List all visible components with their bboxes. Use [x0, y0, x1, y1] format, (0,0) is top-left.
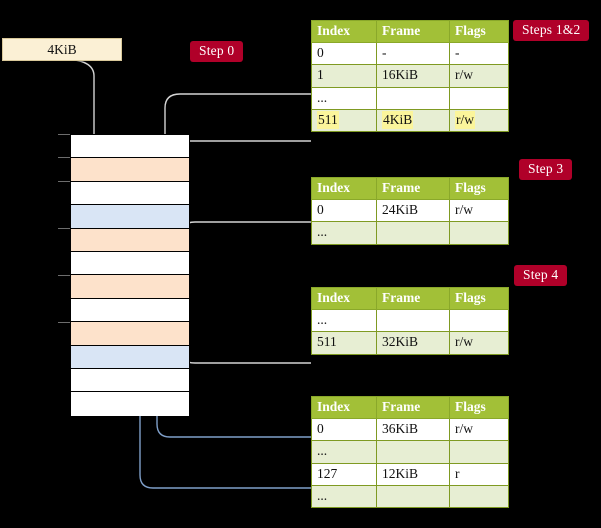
memory-frame-row: [71, 181, 189, 206]
column-header-frame: Frame: [376, 176, 450, 201]
column-header-flags: Flags: [449, 286, 509, 311]
cell-index: 0: [311, 199, 377, 223]
cell-flags: r/w: [449, 108, 509, 133]
cell-index: ...: [311, 221, 377, 245]
column-header-frame: Frame: [376, 395, 450, 420]
memory-frame-row: [71, 205, 189, 229]
column-header-index: Index: [311, 286, 377, 311]
memory-tick: [58, 275, 70, 276]
step-badge-step4: Step 4: [514, 265, 568, 286]
cell-frame: 36KiB: [376, 418, 450, 442]
wire-step3: [179, 221, 311, 273]
memory-frame-row: [71, 345, 189, 369]
highlight-mark: 4KiB: [382, 110, 414, 130]
cell-flags: r/w: [449, 331, 509, 355]
cell-frame: 4KiB: [376, 108, 450, 133]
cell-flags: r/w: [449, 199, 509, 223]
memory-tick: [58, 134, 70, 135]
cell-index: 0: [311, 42, 377, 66]
column-header-flags: Flags: [449, 176, 509, 201]
step-badge-step3: Step 3: [519, 159, 573, 180]
cell-index: 0: [311, 418, 377, 442]
cell-flags: r: [449, 462, 509, 486]
cell-flags: [449, 484, 509, 509]
cell-flags: [449, 221, 509, 245]
column-header-index: Index: [311, 176, 377, 201]
cell-index: ...: [311, 440, 377, 464]
column-header-frame: Frame: [376, 286, 450, 311]
memory-tick: [58, 181, 70, 182]
cell-index: 1: [311, 64, 377, 88]
memory-frame-row: [71, 252, 189, 276]
cell-index: 511: [311, 331, 377, 355]
table-row: ...: [311, 484, 509, 509]
table-row: 0--: [311, 42, 509, 66]
cell-flags: [449, 309, 509, 333]
highlight-mark: r/w: [455, 110, 475, 130]
source-frame-box: 4KiB: [2, 38, 122, 61]
cell-frame: [376, 440, 450, 464]
table-row: ...: [311, 440, 509, 464]
step-badge-steps12: Steps 1&2: [513, 20, 590, 41]
cell-index: 511: [311, 108, 377, 133]
physical-memory-column: [70, 134, 190, 416]
cell-index: ...: [311, 86, 377, 110]
table-row: ...: [311, 309, 509, 333]
cell-frame: [376, 221, 450, 245]
memory-frame-row: [71, 135, 189, 159]
cell-flags: [449, 86, 509, 110]
memory-frame-row: [71, 298, 189, 323]
wire-step4: [173, 318, 311, 364]
memory-tick: [58, 228, 70, 229]
memory-tick: [58, 157, 70, 158]
highlight-mark: 511: [317, 110, 339, 130]
column-header-flags: Flags: [449, 395, 509, 420]
cell-flags: -: [449, 42, 509, 66]
step-badge-step0: Step 0: [190, 41, 244, 62]
memory-frame-row: [71, 158, 189, 182]
column-header-index: Index: [311, 19, 377, 44]
memory-frame-row: [71, 322, 189, 346]
table-row: ...: [311, 86, 509, 110]
memory-frame-row: [71, 369, 189, 393]
cell-flags: r/w: [449, 418, 509, 442]
table-row: ...: [311, 221, 509, 245]
cell-index: ...: [311, 309, 377, 333]
cell-index: ...: [311, 484, 377, 509]
cell-frame: 32KiB: [376, 331, 450, 355]
memory-frame-row: [71, 228, 189, 252]
column-header-index: Index: [311, 395, 377, 420]
cell-index: 127: [311, 462, 377, 486]
cell-frame: 24KiB: [376, 199, 450, 223]
memory-frame-row: [71, 275, 189, 299]
table-row: 511 4KiB r/w: [311, 108, 509, 133]
cell-flags: [449, 440, 509, 464]
cell-frame: [376, 86, 450, 110]
column-header-flags: Flags: [449, 19, 509, 44]
source-frame-label: 4KiB: [47, 41, 77, 57]
memory-tick: [58, 322, 70, 323]
cell-frame: [376, 484, 450, 509]
cell-frame: [376, 309, 450, 333]
cell-frame: 12KiB: [376, 462, 450, 486]
cell-frame: 16KiB: [376, 64, 450, 88]
cell-flags: r/w: [449, 64, 509, 88]
column-header-frame: Frame: [376, 19, 450, 44]
cell-frame: -: [376, 42, 450, 66]
memory-frame-row: [71, 392, 189, 416]
